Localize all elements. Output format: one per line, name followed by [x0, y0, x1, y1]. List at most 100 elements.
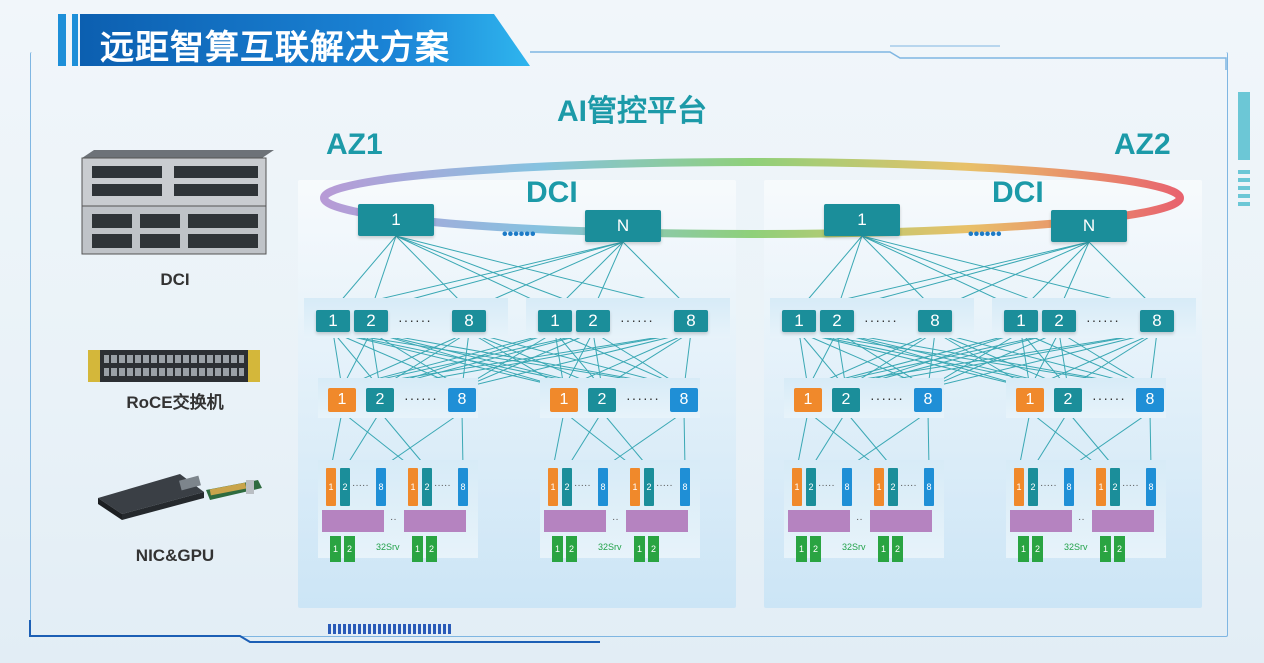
link-line	[395, 235, 556, 311]
nic-card	[544, 510, 606, 532]
spine-switch: 2	[1042, 310, 1076, 332]
link-line	[1067, 411, 1116, 469]
link-line	[601, 411, 650, 469]
server-group-label: 32Srv	[376, 542, 400, 552]
gpu-card: 1	[630, 468, 640, 506]
core-ellipsis: ••••••	[502, 226, 536, 243]
platform-title: AI管控平台	[557, 95, 707, 128]
page-title: 远距智算互联解决方案	[100, 29, 450, 67]
gpu-ellipsis: ·····	[574, 480, 591, 491]
leaf-switch: 8	[448, 388, 476, 412]
gpu-card: 1	[408, 468, 418, 506]
nic-ellipsis: ··	[390, 514, 397, 525]
spine-switch: 1	[316, 310, 350, 332]
leaf-ellipsis: ······	[404, 390, 438, 406]
link-line	[798, 235, 863, 311]
server-node: 1	[878, 536, 889, 562]
spine-ellipsis: ······	[1086, 312, 1120, 328]
gpu-card: 1	[1096, 468, 1106, 506]
link-line	[330, 411, 343, 469]
content-frame	[30, 52, 1228, 637]
leaf-switch: 8	[670, 388, 698, 412]
link-line	[1032, 411, 1069, 469]
title-background	[80, 14, 530, 66]
gpu-ellipsis: ·····	[656, 480, 673, 491]
link-line	[927, 331, 1158, 389]
leaf-switch: 1	[328, 388, 356, 412]
link-line	[379, 411, 428, 469]
spine-switch: 2	[820, 310, 854, 332]
core-switch-az1-1: 1	[358, 204, 434, 236]
zone-label-az1: AZ1	[326, 128, 383, 161]
nic-card	[322, 510, 384, 532]
gpu-card: 2	[806, 468, 816, 506]
server-group-label: 32Srv	[1064, 542, 1088, 552]
link-line	[807, 411, 880, 469]
server-node: 1	[634, 536, 645, 562]
server-node: 2	[1032, 536, 1043, 562]
spine-ellipsis: ······	[398, 312, 432, 328]
link-line	[1068, 411, 1151, 469]
link-line	[341, 411, 414, 469]
leaf-switch: 2	[832, 388, 860, 412]
gpu-card: 2	[422, 468, 432, 506]
spine-switch: 8	[1140, 310, 1174, 332]
gpu-card: 1	[874, 468, 884, 506]
server-node: 2	[566, 536, 577, 562]
roce-switch-icon	[88, 350, 260, 382]
nic-card	[1092, 510, 1154, 532]
decor-stripes	[1238, 170, 1250, 206]
link-line	[861, 235, 1158, 311]
server-node: 2	[648, 536, 659, 562]
server-node: 1	[330, 536, 341, 562]
gpu-card: 8	[598, 468, 608, 506]
legend-label-roce: RoCE交换机	[126, 393, 224, 412]
nic-card	[404, 510, 466, 532]
link-line	[332, 235, 397, 311]
page-title-banner: 远距智算互联解决方案	[58, 14, 530, 67]
gpu-card: 1	[548, 468, 558, 506]
leaf-switch: 8	[914, 388, 942, 412]
server-node: 1	[552, 536, 563, 562]
spine-switch: 8	[452, 310, 486, 332]
spine-switch: 1	[538, 310, 572, 332]
legend-label-nic-gpu: NIC&GPU	[135, 546, 215, 565]
server-node: 2	[1114, 536, 1125, 562]
leaf-switch: 2	[1054, 388, 1082, 412]
gpu-card: 8	[1146, 468, 1156, 506]
link-line	[563, 411, 636, 469]
link-line	[552, 411, 565, 469]
link-line	[461, 331, 692, 389]
gpu-card: 2	[562, 468, 572, 506]
link-line	[1018, 411, 1031, 469]
gpu-card: 2	[1028, 468, 1038, 506]
link-line	[683, 411, 686, 469]
gpu-card: 8	[924, 468, 934, 506]
leaf-ellipsis: ······	[1092, 390, 1126, 406]
nic-card	[1010, 510, 1072, 532]
spine-switch: 1	[1004, 310, 1038, 332]
server-node: 1	[1018, 536, 1029, 562]
gpu-card: 2	[1110, 468, 1120, 506]
link-line	[810, 411, 847, 469]
server-node: 2	[810, 536, 821, 562]
gpu-card: 8	[842, 468, 852, 506]
nic-ellipsis: ··	[856, 514, 863, 525]
link-line	[796, 411, 809, 469]
link-line	[927, 331, 1060, 389]
server-group-label: 32Srv	[842, 542, 866, 552]
nic-gpu-card-icon	[98, 474, 262, 520]
leaf-switch: 1	[794, 388, 822, 412]
zone-label-az2: AZ2	[1114, 128, 1171, 161]
leaf-ellipsis: ······	[870, 390, 904, 406]
gpu-ellipsis: ·····	[1122, 480, 1139, 491]
decor-bar	[1238, 92, 1250, 160]
spine-ellipsis: ······	[864, 312, 898, 328]
link-line	[461, 411, 464, 469]
gpu-card: 1	[1014, 468, 1024, 506]
gpu-card: 1	[792, 468, 802, 506]
core-switch-az2-1: 1	[824, 204, 900, 236]
gpu-ellipsis: ·····	[434, 480, 451, 491]
link-line	[845, 411, 894, 469]
link-line	[566, 411, 603, 469]
